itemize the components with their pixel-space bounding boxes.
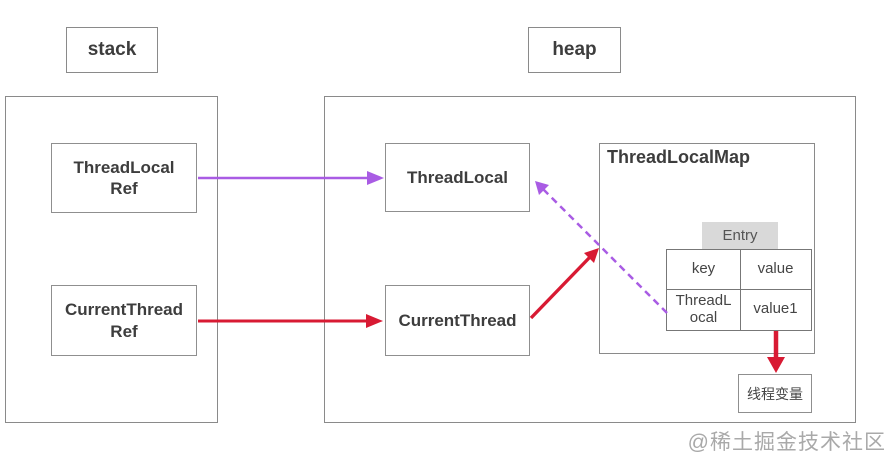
value-cell-label: value1 — [753, 300, 798, 318]
entry-tag: Entry — [702, 222, 778, 249]
current-thread-ref-node: CurrentThread Ref — [51, 285, 197, 356]
heap-title: heap — [552, 39, 597, 60]
current-thread-label: CurrentThread — [398, 310, 517, 330]
watermark: @稀土掘金技术社区 — [687, 431, 886, 454]
thread-variable-label: 线程变量 — [747, 385, 803, 402]
value-header-label: value — [757, 260, 794, 278]
current-thread-ref-label-line2: Ref — [110, 321, 138, 341]
thread-local-ref-node: ThreadLocal Ref — [51, 143, 197, 213]
entry-table-header-key: key — [666, 249, 741, 290]
stack-title-box: stack — [66, 27, 158, 73]
entry-table-cell-value: value1 — [739, 288, 812, 331]
thread-variable-node: 线程变量 — [738, 374, 812, 413]
entry-table-header-value: value — [739, 249, 812, 290]
entry-tag-label: Entry — [722, 227, 758, 244]
stack-title: stack — [87, 39, 137, 60]
thread-local-ref-label-line2: Ref — [110, 179, 138, 198]
thread-local-ref-label-line1: ThreadLocal — [73, 157, 175, 177]
current-thread-ref-label-line1: CurrentThread — [64, 300, 184, 320]
heap-title-box: heap — [528, 27, 621, 73]
current-thread-node: CurrentThread — [385, 285, 530, 356]
entry-table-cell-key: ThreadL ocal — [666, 288, 741, 331]
key-cell-line2: ocal — [689, 308, 718, 326]
thread-local-map-title: ThreadLocalMap — [607, 147, 751, 167]
thread-local-node: ThreadLocal — [385, 143, 530, 212]
key-header-label: key — [691, 260, 716, 278]
key-cell-line1: ThreadL — [675, 292, 732, 309]
thread-local-label: ThreadLocal — [406, 167, 509, 187]
